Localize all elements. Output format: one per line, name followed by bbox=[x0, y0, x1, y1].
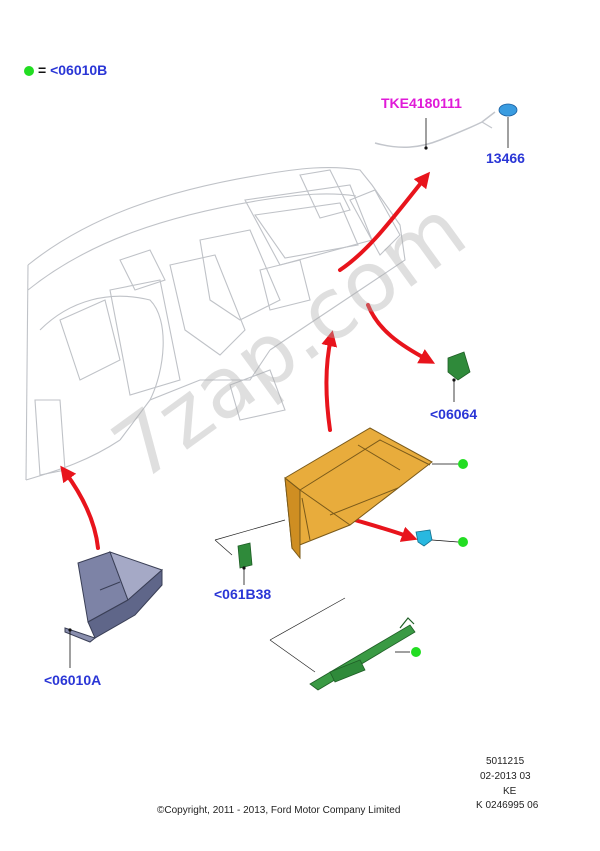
red-arrow-icon bbox=[366, 303, 436, 364]
leader-lines bbox=[214, 519, 346, 673]
red-arrow-icon bbox=[353, 518, 418, 542]
red-arrow-icon bbox=[338, 171, 431, 272]
rail-bracket bbox=[309, 617, 416, 691]
cable-assembly bbox=[374, 103, 518, 150]
red-arrow-icon bbox=[60, 465, 100, 550]
legend: = <06010B bbox=[38, 62, 107, 78]
info-line-2: 02-2013 03 bbox=[480, 771, 531, 782]
green-dot-marker-icon bbox=[458, 459, 468, 469]
legend-text[interactable]: <06010B bbox=[50, 62, 108, 78]
callout-06064[interactable]: <06064 bbox=[430, 406, 478, 422]
legend-marker-icon bbox=[24, 66, 34, 76]
bracket-061b38 bbox=[237, 542, 253, 585]
callout-06010a[interactable]: <06010A bbox=[44, 672, 102, 688]
info-line-3: KE bbox=[503, 786, 517, 797]
info-line-1: 5011215 bbox=[486, 756, 525, 767]
green-dot-marker-icon bbox=[411, 647, 421, 657]
bracket-06064 bbox=[447, 351, 471, 402]
copyright: ©Copyright, 2011 - 2013, Ford Motor Comp… bbox=[157, 805, 401, 816]
callout-13466[interactable]: 13466 bbox=[486, 150, 525, 166]
info-line-4: K 0246995 06 bbox=[476, 800, 539, 811]
legend-equals: = bbox=[38, 62, 47, 78]
marker-dots bbox=[395, 459, 468, 657]
callout-061b38[interactable]: <061B38 bbox=[214, 586, 272, 602]
bulb-icon bbox=[498, 103, 518, 117]
glove-box-bin bbox=[64, 551, 163, 643]
latch-part bbox=[415, 529, 433, 547]
red-arrows bbox=[60, 171, 436, 550]
red-arrow-icon bbox=[321, 330, 338, 432]
callout-tke4180111[interactable]: TKE4180111 bbox=[381, 95, 462, 111]
green-dot-marker-icon bbox=[458, 537, 468, 547]
glove-box bbox=[284, 427, 433, 560]
